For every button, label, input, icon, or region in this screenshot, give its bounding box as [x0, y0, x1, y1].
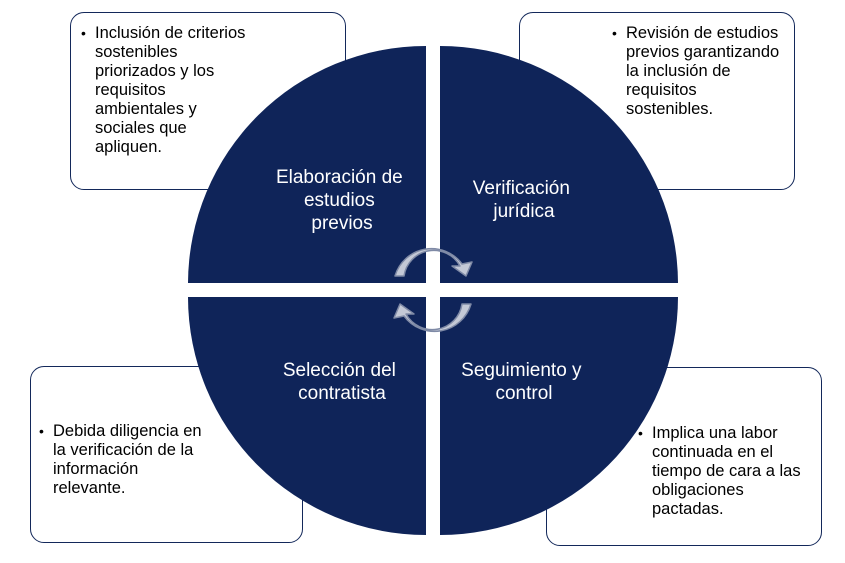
- quadrant-label-bottom-left: Selección del contratista: [283, 360, 401, 404]
- note-text-top-left: Inclusión de criterios sostenibles prior…: [81, 24, 256, 157]
- circular-arrows-icon: [393, 247, 473, 333]
- note-text-bottom-right: Implica una labor continuada en el tiemp…: [638, 424, 813, 519]
- quadrant-bottom-left: Selección del contratista: [188, 297, 426, 535]
- quadrant-top-right: Verificación jurídica: [440, 46, 678, 283]
- quadrant-label-top-left: Elaboración de estudios previos: [276, 167, 408, 234]
- quadrant-label-top-right: Verificación jurídica: [473, 178, 575, 222]
- quadrant-bottom-right: Seguimiento y control: [440, 297, 678, 535]
- note-text-top-right: Revisión de estudios previos garantizand…: [612, 24, 782, 119]
- quadrant-top-left: Elaboración de estudios previos: [188, 46, 426, 283]
- note-text-bottom-left: Debida diligencia en la verificación de …: [39, 422, 209, 498]
- quadrant-label-bottom-right: Seguimiento y control: [461, 360, 587, 404]
